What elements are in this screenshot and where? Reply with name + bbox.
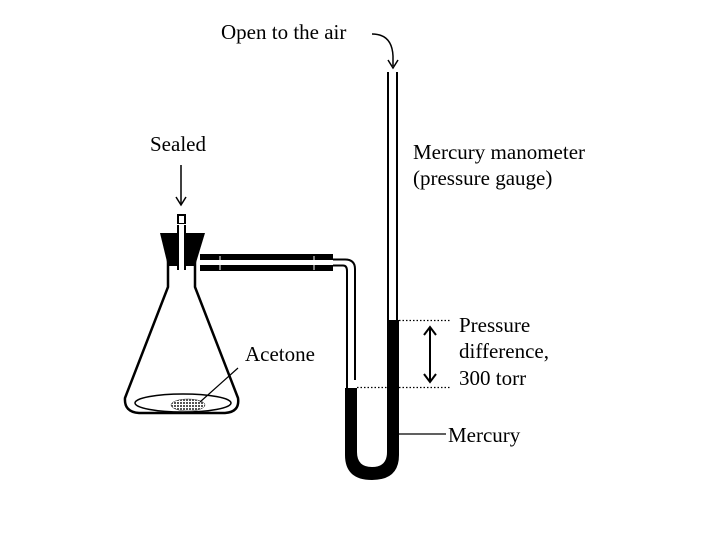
manometer-tube <box>387 72 398 322</box>
manometer-label: Mercury manometer <box>413 140 585 164</box>
flask-stopper <box>160 214 205 270</box>
flask <box>123 248 240 415</box>
pressure-label-line1: Pressure <box>459 313 530 337</box>
sealed-arrow <box>175 165 187 207</box>
pressure-difference-arrow <box>423 325 437 384</box>
acetone-liquid <box>170 398 206 412</box>
open-to-air-arrow <box>371 33 399 70</box>
sealed-label: Sealed <box>150 132 206 156</box>
open-to-air-label: Open to the air <box>221 20 346 44</box>
mercury-label: Mercury <box>448 423 521 447</box>
connecting-tube <box>200 254 356 388</box>
mercury-column <box>345 320 399 480</box>
pressure-label-line2: difference, <box>459 339 549 363</box>
level-markers <box>357 319 451 389</box>
acetone-leader <box>199 367 239 403</box>
manometer-sublabel: (pressure gauge) <box>413 166 552 190</box>
pressure-label-line3: 300 torr <box>459 366 526 390</box>
acetone-label: Acetone <box>245 342 315 366</box>
